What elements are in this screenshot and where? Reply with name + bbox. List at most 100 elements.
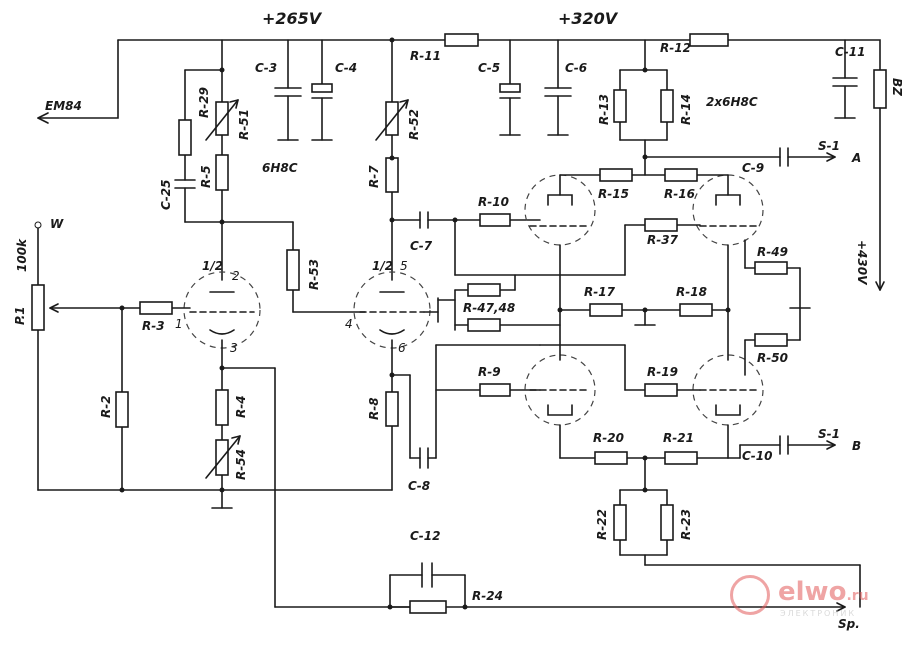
label-c8: C-8 (408, 479, 430, 493)
label-c11: C-11 (835, 45, 866, 59)
label-r4: R-4 (234, 395, 248, 418)
label-r7: R-7 (367, 165, 381, 188)
resistor-r19 (644, 383, 678, 397)
label-half-a: 1/2 (202, 259, 223, 273)
resistor-r20 (594, 451, 628, 465)
stage2-cathode (391, 339, 541, 491)
label-r15: R-15 (598, 187, 629, 201)
label-r21: R-21 (663, 431, 694, 445)
label-r37: R-37 (647, 233, 679, 247)
capacitor-c4 (311, 39, 333, 141)
label-sp: Sp. (838, 617, 860, 631)
supply-rail-320 (477, 39, 881, 71)
label-r49: R-49 (757, 245, 788, 259)
capacitor-c3 (274, 39, 302, 141)
elwo-logo-icon (730, 575, 770, 615)
resistor-r14 (660, 89, 674, 123)
label-c9: C-9 (742, 161, 764, 175)
input-network (34, 221, 393, 491)
label-r53: R-53 (307, 259, 321, 290)
label-v320: +320V (558, 9, 619, 28)
label-s1b: S-1 (818, 427, 840, 441)
watermark-logo: elwo.ru ЭЛЕКТРОНИК (730, 575, 910, 625)
pin-2: 2 (232, 269, 240, 283)
resistor-r47 (467, 283, 501, 297)
resistor-r2 (115, 391, 129, 428)
pin-6: 6 (398, 341, 406, 355)
r47-48-network (437, 274, 561, 331)
resistor-r52 (385, 101, 399, 136)
resistor-r7 (385, 157, 399, 193)
pin-5: 5 (400, 259, 408, 273)
label-v265: +265V (262, 9, 323, 28)
label-r14: R-14 (679, 94, 693, 125)
resistor-r18 (679, 303, 713, 317)
label-r16: R-16 (664, 187, 695, 201)
watermark-brand: elwo (778, 577, 847, 607)
label-r12: R-12 (660, 41, 691, 55)
tube-output-lr (692, 354, 764, 426)
resistor-r51 (215, 101, 229, 136)
label-pot-value: 100k (15, 238, 29, 272)
label-r23: R-23 (679, 509, 693, 540)
label-s1a: S-1 (818, 139, 840, 153)
label-c6: C-6 (565, 61, 587, 75)
resistor-r15 (599, 168, 633, 182)
resistor-bz (873, 69, 887, 109)
label-r13: R-13 (597, 94, 611, 125)
label-r11: R-11 (410, 49, 441, 63)
capacitor-c5 (499, 39, 521, 136)
resistor-r49 (754, 261, 788, 275)
potentiometer-p1 (31, 284, 45, 331)
label-node-a: A (851, 151, 861, 165)
label-r47-48: R-47,48 (463, 301, 515, 315)
label-v430: +430V (855, 240, 869, 286)
resistor-r3 (139, 301, 173, 315)
tube-stage1 (183, 271, 261, 349)
label-c5: C-5 (478, 61, 500, 75)
label-r17: R-17 (584, 285, 616, 299)
resistor-r53 (286, 249, 300, 291)
label-c3: C-3 (255, 61, 277, 75)
resistor-r5 (215, 154, 229, 191)
resistor-r29 (178, 119, 192, 156)
label-r52: R-52 (407, 109, 421, 140)
label-r54: R-54 (234, 449, 248, 480)
label-p1: P.1 (13, 306, 27, 325)
label-r22: R-22 (595, 509, 609, 540)
resistor-r10 (479, 213, 511, 227)
label-r29: R-29 (197, 87, 211, 118)
pin-1: 1 (175, 317, 183, 331)
lower-plate-network (559, 424, 861, 608)
resistor-r4 (215, 389, 229, 426)
tube-stage2 (353, 271, 431, 349)
label-c25: C-25 (159, 180, 173, 211)
pin-4: 4 (345, 317, 353, 331)
label-r19: R-19 (647, 365, 678, 379)
label-r3: R-3 (142, 319, 165, 333)
label-tube-power: 2x6H8C (706, 95, 758, 109)
grid-network (539, 224, 811, 391)
watermark-tagline: ЭЛЕКТРОНИК (780, 609, 857, 618)
label-em84: EM84 (45, 99, 82, 113)
tube-output-ul (524, 174, 596, 246)
capacitor-c6 (544, 39, 572, 136)
resistor-r13 (613, 89, 627, 123)
label-r50: R-50 (757, 351, 788, 365)
label-half-b: 1/2 (372, 259, 393, 273)
label-c12: C-12 (410, 529, 441, 543)
resistor-r11 (444, 33, 479, 47)
pin-3: 3 (230, 341, 238, 355)
label-r20: R-20 (593, 431, 624, 445)
resistor-r17 (589, 303, 623, 317)
label-w: W (50, 217, 64, 231)
label-r9: R-9 (478, 365, 501, 379)
tube-output-ur (692, 174, 764, 246)
resistor-r50 (754, 333, 788, 347)
tube-output-ll (524, 354, 596, 426)
label-node-b: B (852, 439, 861, 453)
capacitor-c11 (832, 39, 858, 119)
resistor-r48 (467, 318, 501, 332)
resistor-r9 (479, 383, 511, 397)
label-bz: BZ (890, 78, 904, 96)
